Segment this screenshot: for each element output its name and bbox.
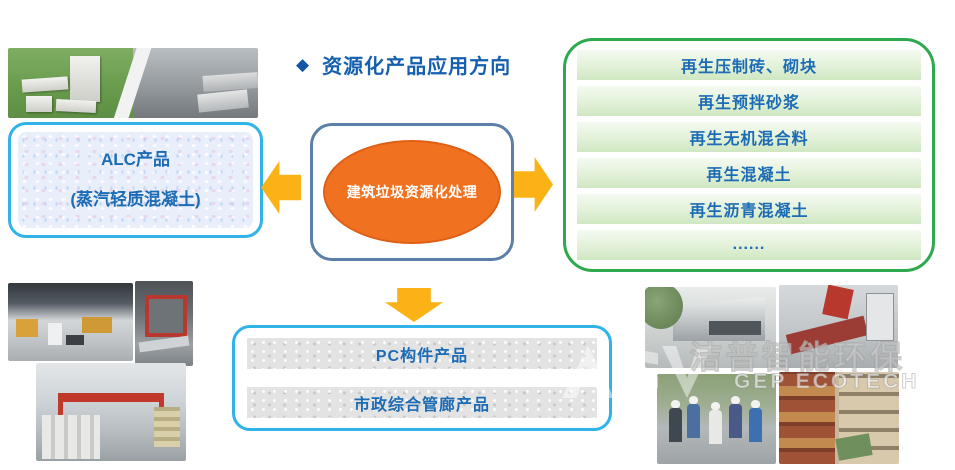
photo-plant-building xyxy=(645,287,776,368)
list-item: PC构件产品 xyxy=(247,338,597,369)
right-arrow-icon xyxy=(513,157,553,212)
hub-label: 建筑垃圾资源化处理 xyxy=(346,184,478,200)
photo-grass-blocks-left xyxy=(8,48,138,118)
photo-alc-blocks xyxy=(8,48,258,118)
list-item: 再生混凝土 xyxy=(577,158,921,188)
alc-product-sublabel: (蒸汽轻质混凝土) xyxy=(70,190,201,209)
list-item: 再生沥青混凝土 xyxy=(577,194,921,224)
photo-red-machine xyxy=(135,281,193,366)
alc-panel-texture xyxy=(18,132,253,228)
down-arrow-icon xyxy=(385,288,443,322)
list-item: 再生压制砖、砌块 xyxy=(577,50,921,80)
list-item-ellipsis: ...... xyxy=(577,230,921,260)
diamond-bullet-icon: ◆ xyxy=(296,55,311,74)
hub-ellipse: 建筑垃圾资源化处理 xyxy=(323,140,501,244)
hub-panel: 建筑垃圾资源化处理 xyxy=(310,123,514,261)
photo-brick-press xyxy=(779,285,898,368)
alc-product-panel: ALC产品 (蒸汽轻质混凝土) xyxy=(8,122,263,238)
pc-products-panel: PC构件产品 市政综合管廊产品 xyxy=(232,325,612,431)
left-arrow-icon xyxy=(261,161,301,214)
page-title-text: 资源化产品应用方向 xyxy=(322,56,512,78)
photo-site-visitors xyxy=(657,374,776,464)
list-item: 市政综合管廊产品 xyxy=(247,387,597,418)
list-item: 再生预拌砂浆 xyxy=(577,86,921,116)
photo-brick-samples xyxy=(779,372,899,464)
list-item: 再生无机混合料 xyxy=(577,122,921,152)
recycled-products-panel: 再生压制砖、砌块 再生预拌砂浆 再生无机混合料 再生混凝土 再生沥青混凝土 ..… xyxy=(563,38,935,272)
photo-factory-interior xyxy=(8,283,133,361)
page-title: ◆ 资源化产品应用方向 xyxy=(296,50,511,79)
photo-factory-hall xyxy=(36,363,186,461)
alc-product-label: ALC产品 xyxy=(101,150,170,169)
photo-concrete-panels-right xyxy=(133,48,258,118)
